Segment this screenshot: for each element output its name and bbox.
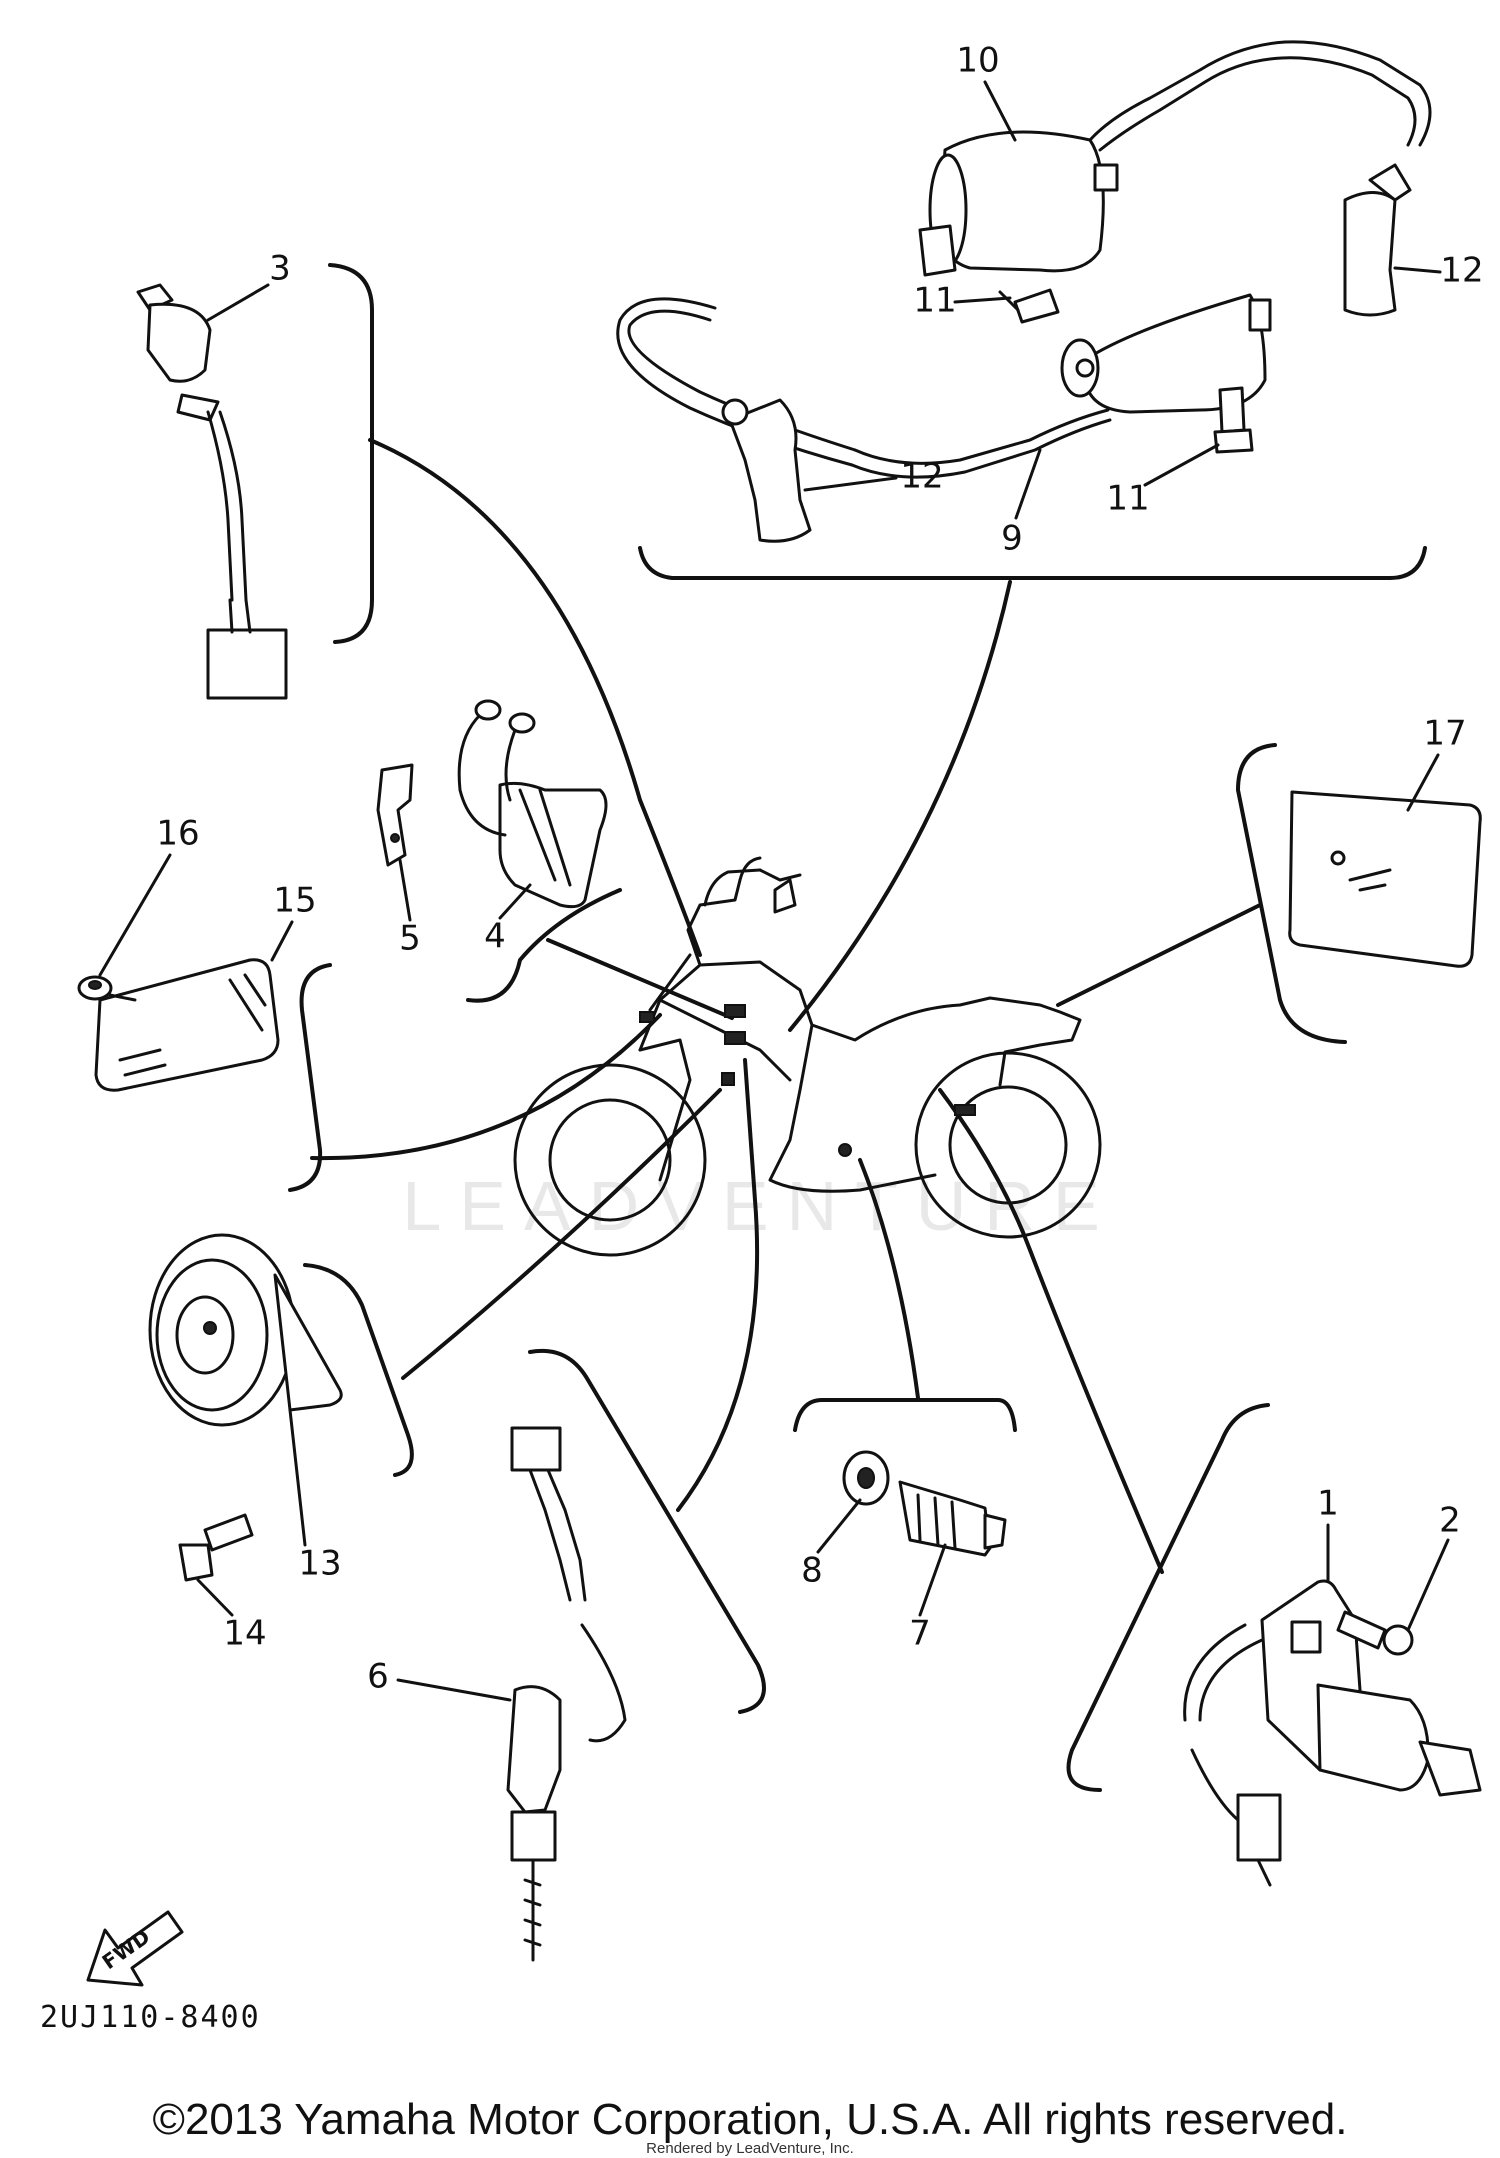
front-brake-switch-3 — [136, 283, 288, 700]
callout-11b: 11 — [1106, 479, 1149, 519]
front-reflector-15 — [94, 958, 280, 1092]
callout-11a: 11 — [913, 281, 956, 321]
fwd-arrow-icon: FWD — [86, 1910, 184, 1987]
callout-labels: 1 2 3 4 5 6 7 8 9 10 11 11 12 12 13 14 1… — [98, 41, 1484, 1702]
callout-8: 8 — [801, 1551, 823, 1591]
motorcycle-outline — [513, 856, 1102, 1257]
diagram-code: 2UJ110-8400 — [40, 2000, 261, 2035]
callout-4: 4 — [484, 917, 506, 957]
grouping-brackets — [288, 263, 1427, 1792]
gasket-8 — [842, 1450, 890, 1506]
main-switch-1 — [1183, 1579, 1482, 1887]
callout-1: 1 — [1317, 1484, 1339, 1524]
callout-16: 16 — [156, 814, 199, 854]
spark-plug-cap-12 — [721, 163, 1412, 543]
bracket-5 — [376, 763, 414, 867]
nut-16 — [77, 975, 137, 1002]
callout-12a: 12 — [900, 457, 943, 497]
copyright-notice: ©2013 Yamaha Motor Corporation, U.S.A. A… — [152, 2095, 1348, 2144]
callout-2: 2 — [1439, 1501, 1461, 1541]
neutral-switch-7 — [898, 1480, 1007, 1557]
callout-6: 6 — [367, 1657, 389, 1697]
callout-3: 3 — [269, 249, 291, 289]
callout-13: 13 — [298, 1544, 341, 1584]
callout-5: 5 — [399, 919, 421, 959]
callout-7: 7 — [909, 1614, 931, 1654]
rear-reflector-17 — [1288, 790, 1482, 968]
callout-12b: 12 — [1440, 251, 1483, 291]
callout-10: 10 — [956, 41, 999, 81]
callout-9: 9 — [1001, 519, 1023, 559]
ignition-coil-9 — [850, 293, 1272, 479]
leader-lines — [310, 438, 1262, 1574]
rendered-by-notice: Rendered by LeadVenture, Inc. — [646, 2140, 854, 2157]
horn-13 — [148, 1233, 343, 1427]
callout-15: 15 — [273, 881, 316, 921]
screw-2 — [1336, 1610, 1414, 1656]
bolt-14 — [178, 1513, 254, 1582]
callout-14: 14 — [223, 1614, 266, 1654]
relay-4 — [457, 699, 608, 909]
rear-brake-switch-6 — [506, 1426, 627, 1962]
ignition-coil-10 — [918, 40, 1287, 277]
bolt-11 — [998, 288, 1254, 454]
callout-17: 17 — [1423, 714, 1466, 754]
